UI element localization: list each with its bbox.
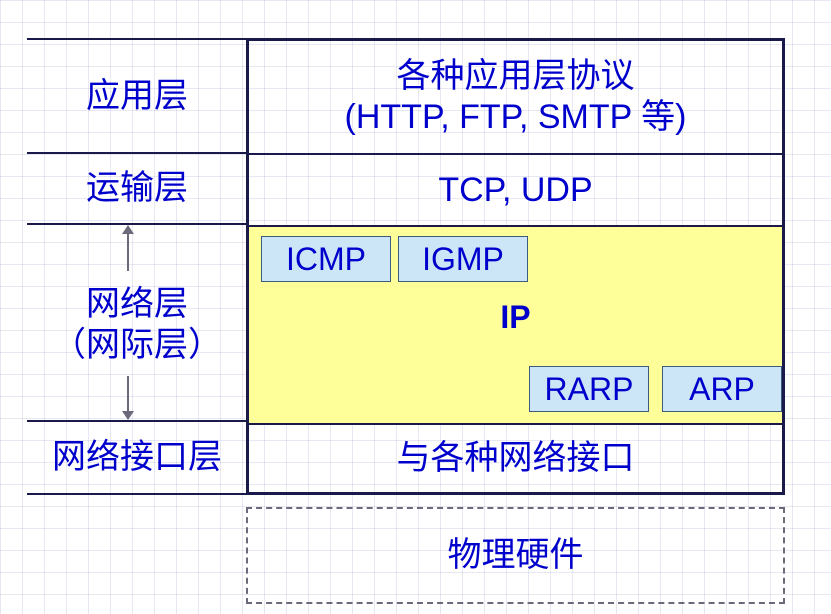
protocol-stack: 各种应用层协议 (HTTP, FTP, SMTP 等) TCP, UDP ICM… [246, 38, 785, 495]
layer-label-network-line1: 网络层 [86, 285, 188, 324]
arrow-down-head [122, 411, 134, 420]
stack-divider-app-transport [249, 153, 782, 155]
arrow-upper-line [127, 233, 129, 271]
application-protocols-line2: (HTTP, FTP, SMTP 等) [344, 98, 687, 136]
network-interface-protocols: 与各种网络接口 [396, 439, 635, 478]
arp-box: ARP [662, 366, 782, 412]
layer-label-network: 网络层 （网际层） [27, 270, 247, 380]
ip-layer: ICMP IGMP IP RARP ARP [249, 227, 782, 423]
stack-divider-transport-network [249, 225, 782, 227]
left-separator-network-interface [27, 420, 247, 422]
physical-hardware-box: 物理硬件 [246, 507, 785, 604]
physical-hardware-label: 物理硬件 [447, 536, 584, 575]
arrow-up-head [122, 225, 134, 234]
layer-label-interface: 网络接口层 [52, 438, 222, 477]
left-separator-transport-network [27, 223, 247, 225]
layer-label-transport: 运输层 [86, 169, 188, 208]
igmp-box: IGMP [398, 236, 528, 282]
icmp-box: ICMP [261, 236, 391, 282]
arrow-lower-line [127, 376, 129, 412]
left-separator-app-transport [27, 152, 247, 154]
application-protocols: 各种应用层协议 (HTTP, FTP, SMTP 等) [249, 41, 782, 153]
rarp-box: RARP [529, 366, 649, 412]
left-separator-top [27, 38, 247, 40]
layer-label-network-line2: （网际层） [52, 326, 222, 364]
left-separator-bottom [27, 493, 247, 495]
layer-label-application: 应用层 [86, 76, 188, 115]
stack-divider-network-interface [249, 423, 782, 425]
application-protocols-line1: 各种应用层协议 [396, 57, 635, 96]
transport-protocols: TCP, UDP [438, 170, 593, 209]
ip-label: IP [500, 298, 531, 335]
